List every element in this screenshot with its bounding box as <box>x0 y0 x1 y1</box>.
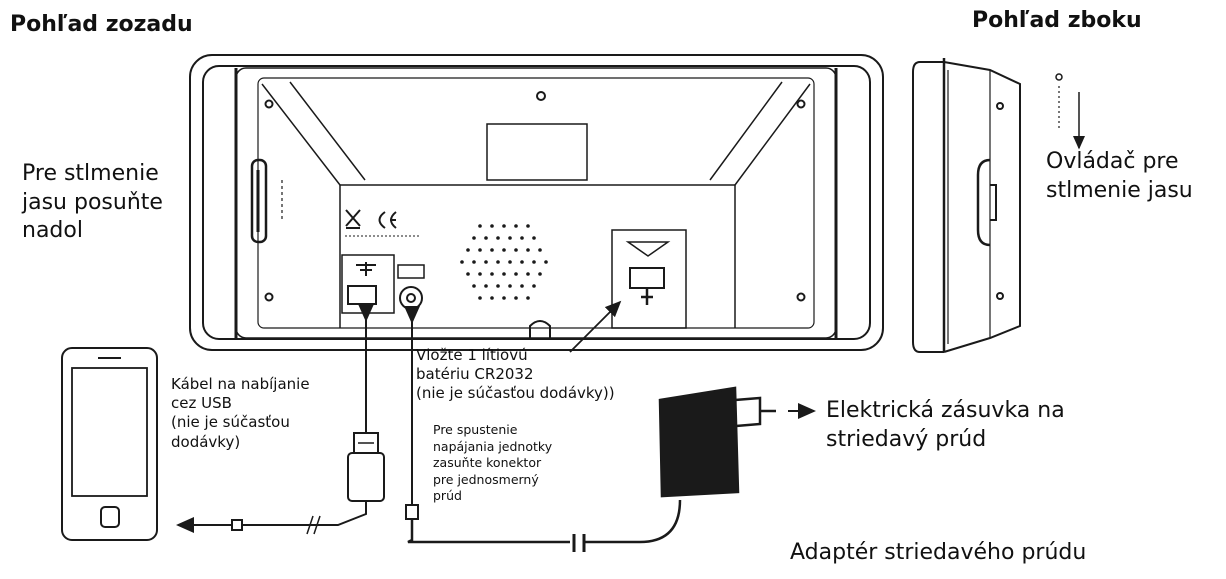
usb-cable <box>176 304 385 535</box>
label-battery: Vložte 1 lítiovú batériu CR2032 (nie je … <box>416 346 615 403</box>
label-dc-connector: Pre spustenie napájania jednotky zasuňte… <box>433 422 553 503</box>
device-back-view <box>189 54 884 351</box>
label-dimmer-back: Pre stlmenie jasu posuňte nadol <box>22 161 163 244</box>
heading-back-view: Pohľad zozadu <box>10 12 193 37</box>
device-side-view <box>912 58 1085 353</box>
label-dimmer-side: Ovládač pre stlmenie jasu <box>1046 149 1193 203</box>
label-usb-cable: Kábel na nabíjanie cez USB (nie je súčas… <box>171 375 310 451</box>
dc-cable <box>404 306 816 552</box>
battery-pointer <box>569 300 622 353</box>
label-outlet: Elektrická zásuvka na striedavý prúd <box>826 398 1065 452</box>
label-adapter: Adaptér striedavého prúdu <box>790 540 1087 565</box>
heading-side-view: Pohľad zboku <box>972 8 1142 33</box>
smartphone <box>61 347 158 541</box>
